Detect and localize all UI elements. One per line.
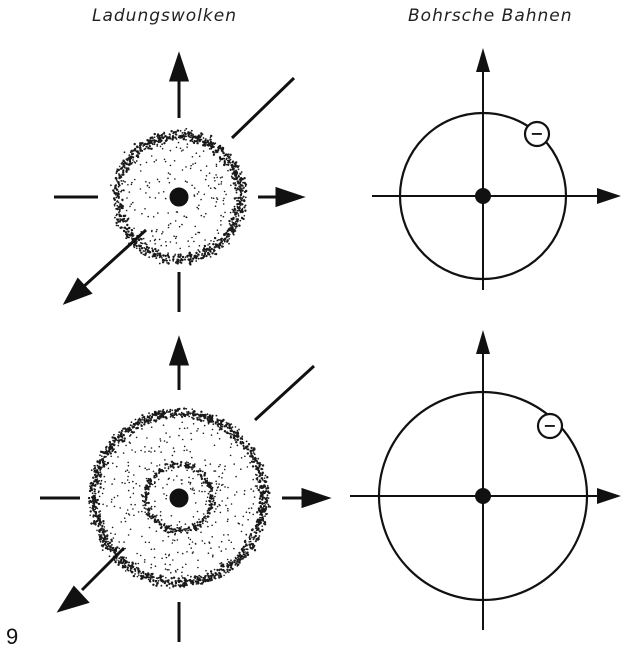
axis-diagonal-up-2	[255, 366, 314, 420]
axis-diagonal-up	[232, 78, 294, 138]
axes-cloud-2	[40, 340, 327, 642]
bohr-arrowhead-right-icon-2	[597, 488, 621, 504]
charge-cloud-model-1	[54, 56, 301, 312]
arrowhead-x-icon	[277, 189, 301, 205]
bohr-arrowhead-up-icon-2	[476, 330, 490, 354]
bohr-arrowhead-right-icon-1	[597, 188, 621, 204]
nucleus-2	[171, 490, 187, 506]
bohr-nucleus-1	[475, 188, 491, 204]
nucleus-1	[171, 189, 187, 205]
bohr-nucleus-2	[475, 488, 491, 504]
arrowhead-z-icon-2	[171, 340, 187, 364]
bohr-orbit-model-1	[372, 48, 621, 290]
axis-diagonal-down	[82, 230, 146, 288]
bohr-orbit-model-2	[350, 330, 621, 630]
axes-cloud-1	[54, 56, 301, 312]
arrowhead-x-icon-2	[303, 490, 327, 506]
axis-diagonal-down-2	[82, 548, 124, 590]
arrowhead-diagonal-icon-2	[60, 588, 87, 610]
charge-cloud-model-2	[40, 340, 327, 642]
electron-sign-2: −	[543, 416, 556, 435]
electron-sign-1: −	[530, 124, 543, 143]
bohr-arrowhead-up-icon-1	[476, 48, 490, 72]
page-number: 9	[6, 624, 18, 650]
arrowhead-z-icon	[171, 56, 187, 80]
